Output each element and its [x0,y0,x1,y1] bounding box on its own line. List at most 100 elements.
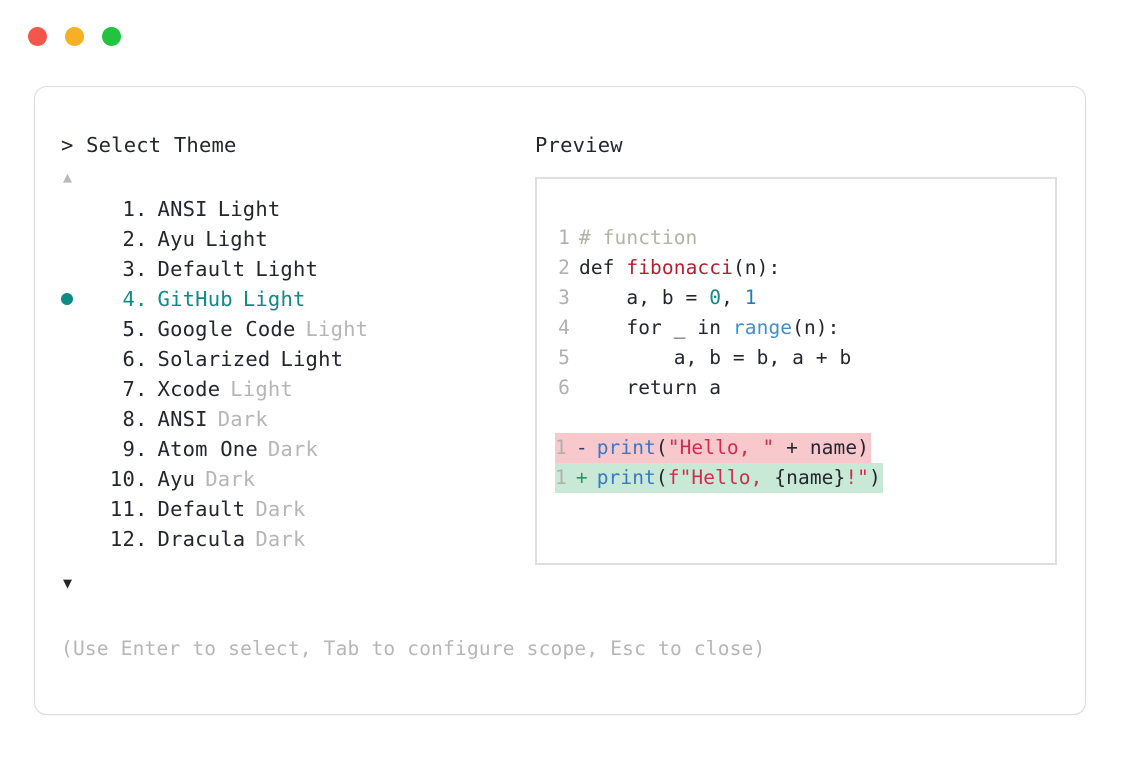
theme-item-name: Google Code [157,317,296,341]
diff-sign: - [575,436,588,459]
code-token: ( [655,436,668,459]
theme-item-variant: Light [242,287,306,311]
theme-item-variant: Light [305,317,369,341]
code-token: ( [655,466,668,489]
code-line-text: # function [579,223,697,253]
code-token: print [596,466,656,489]
theme-item-number-dot: . [135,527,148,551]
code-line-number: 5 [558,346,570,369]
code-line-text: for _ in range(n): [579,313,840,343]
code-token: range [732,316,793,339]
theme-item-variant: Light [230,377,293,401]
theme-item-name: Default [157,257,246,281]
code-line-text: a, b = 0, 1 [579,283,757,313]
code-token: return a [579,376,722,399]
code-token: for _ in [579,316,733,339]
theme-item-name: Solarized [157,347,271,371]
window-maximize-button[interactable] [102,27,121,46]
code-token: + name) [774,436,870,459]
code-token: 1 [744,286,757,309]
code-line: 3 a, b = 0, 1 [555,283,1055,313]
diff-line-number: 1 [555,436,567,459]
prompt-header: > Select Theme [61,131,531,159]
code-line-number: 4 [558,316,570,339]
theme-item-name: ANSI [157,197,208,221]
theme-item-variant: Light [205,227,268,251]
selected-bullet-icon [61,286,89,316]
theme-item-number: 7 [122,377,135,401]
theme-item-number-dot: . [135,467,148,491]
theme-item-number: 4 [122,287,135,311]
theme-item-name: GitHub [157,287,233,311]
theme-item-number-dot: . [135,227,148,251]
theme-item-variant: Dark [255,497,306,521]
window-close-button[interactable] [28,27,47,46]
theme-item-number-dot: . [135,197,148,221]
code-line-number: 3 [558,286,570,309]
diff-line-text: print(f"Hello, {name}!") [597,463,883,493]
scroll-down-arrow-icon[interactable]: ▼ [63,574,73,592]
code-token: !" [845,466,870,489]
code-line: 5 a, b = b, a + b [555,343,1055,373]
theme-item-number-dot: . [135,347,148,371]
theme-list-item[interactable]: 6. Solarized Light [61,344,531,374]
code-token: # function [579,226,698,249]
diff-line-number: 1 [555,466,567,489]
code-token: (n): [792,316,840,339]
theme-item-number-dot: . [135,287,148,311]
theme-item-number: 6 [122,347,135,371]
code-token: def [579,256,627,279]
code-line: 1# function [555,223,1055,253]
theme-list-item[interactable]: 4. GitHub Light [61,284,531,314]
theme-item-number: 5 [122,317,135,341]
code-token: print [596,436,656,459]
diff-line-add: 1+print(f"Hello, {name}!") [555,463,1055,493]
theme-item-variant: Dark [205,467,256,491]
theme-item-name: Default [157,497,246,521]
theme-item-name: Dracula [157,527,246,551]
theme-item-number: 9 [122,437,135,461]
code-line: 4 for _ in range(n): [555,313,1055,343]
selected-dot-icon [61,293,73,305]
scroll-up-arrow-icon[interactable]: ▲ [63,168,73,186]
theme-item-name: Ayu [157,227,196,251]
code-token: {name} [774,466,846,489]
window-titlebar [28,27,121,46]
theme-item-number-dot: . [135,437,148,461]
theme-item-number: 8 [122,407,135,431]
theme-item-number: 1 [122,197,135,221]
code-token: a, b = [579,286,710,309]
theme-item-number-dot: . [135,257,148,281]
theme-item-variant: Dark [217,407,268,431]
theme-item-number: 12 [109,527,135,551]
page-title: Select Theme [86,133,237,157]
theme-item-variant: Light [280,347,344,371]
keyboard-hint: (Use Enter to select, Tab to configure s… [61,637,766,660]
window-minimize-button[interactable] [65,27,84,46]
theme-item-number-dot: . [135,377,148,401]
theme-item-number-dot: . [135,497,148,521]
prompt-caret-icon: > [61,133,74,157]
diff-highlight: 1-print("Hello, " + name) [555,433,872,463]
code-line-text: def fibonacci(n): [579,253,780,283]
diff-block: 1-print("Hello, " + name)1+print(f"Hello… [555,433,1055,493]
diff-line-text: print("Hello, " + name) [597,433,871,463]
theme-item-number: 3 [122,257,135,281]
